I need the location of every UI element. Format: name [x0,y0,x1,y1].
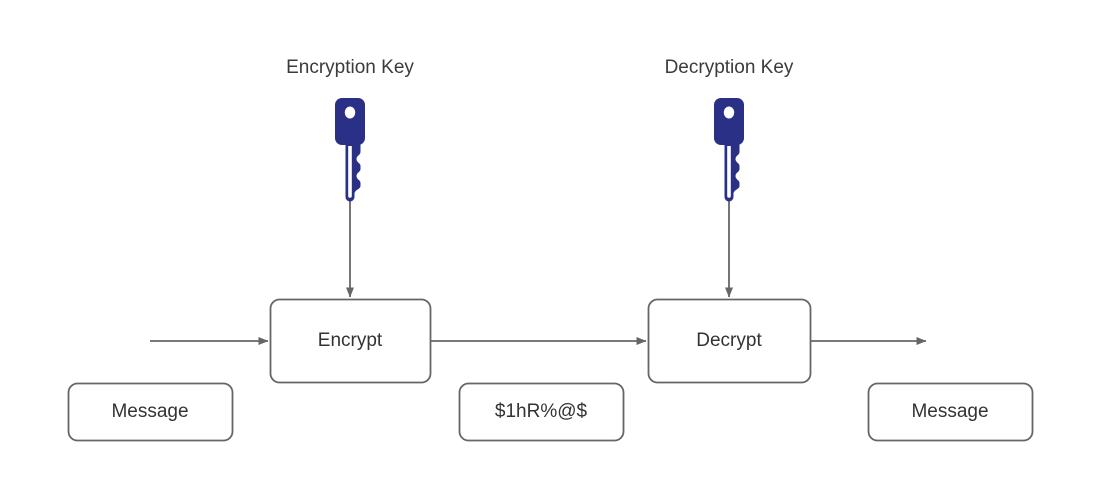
encrypt-box [269,298,432,384]
decryption-key-icon [714,98,744,202]
message-input-box [67,382,234,442]
decrypt-box [647,298,812,384]
encryption-key-caption: Encryption Key [286,57,414,78]
encryption-key-icon [335,98,365,202]
message-output-box [867,382,1034,442]
decryption-key-caption: Decryption Key [664,57,794,78]
ciphertext-box [458,382,625,442]
